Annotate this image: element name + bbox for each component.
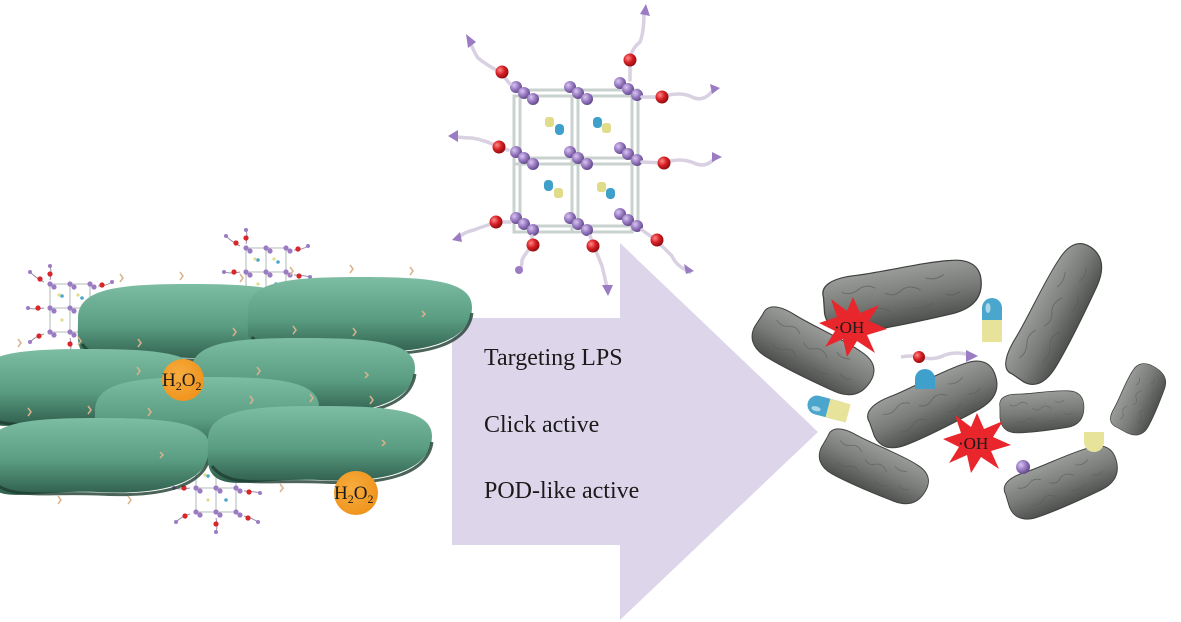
svg-text:·OH: ·OH <box>834 318 864 337</box>
mof-linkers <box>450 10 718 294</box>
h2o2-molecule-1: H2O2 <box>162 359 204 401</box>
mof-linker-ends <box>489 53 671 253</box>
mof-nanozyme-large <box>448 4 722 296</box>
bacterium-grey-8 <box>998 438 1126 527</box>
capsule-2 <box>805 393 851 423</box>
hydroxyl-radical-1: ·OH <box>819 297 887 357</box>
h2o2-molecule-2: H2O2 <box>334 471 378 515</box>
free-linker <box>900 350 978 363</box>
mof-cargo <box>544 117 615 199</box>
svg-text:·OH: ·OH <box>958 434 988 453</box>
capsule-half-blue <box>915 369 935 389</box>
arrow-label-targeting-lps: Targeting LPS <box>484 345 623 371</box>
mof-metal-nodes <box>510 77 643 236</box>
left-panel-bacteria: H2O2 H2O2 <box>0 227 474 535</box>
arrow-label-click-active: Click active <box>484 412 599 438</box>
svg-text:H2O2: H2O2 <box>334 483 373 506</box>
mof-arrowheads <box>448 4 722 296</box>
bacterium-grey-3 <box>998 235 1115 393</box>
bacterium-grey-6 <box>1106 358 1173 441</box>
arrow-shape <box>452 243 818 620</box>
arrow-label-pod-like-active: POD-like active <box>484 478 639 504</box>
svg-text:H2O2: H2O2 <box>162 370 201 393</box>
capsule-1 <box>982 298 1002 342</box>
capsule-half-yellow <box>1084 432 1104 452</box>
process-arrow: Targeting LPS Click active POD-like acti… <box>452 243 818 620</box>
free-metal-ion <box>1016 460 1030 474</box>
bacterium-grey-5 <box>997 387 1087 436</box>
right-panel-damaged-bacteria: ·OH ·OH <box>743 235 1173 527</box>
hydroxyl-radical-2: ·OH <box>943 413 1011 473</box>
